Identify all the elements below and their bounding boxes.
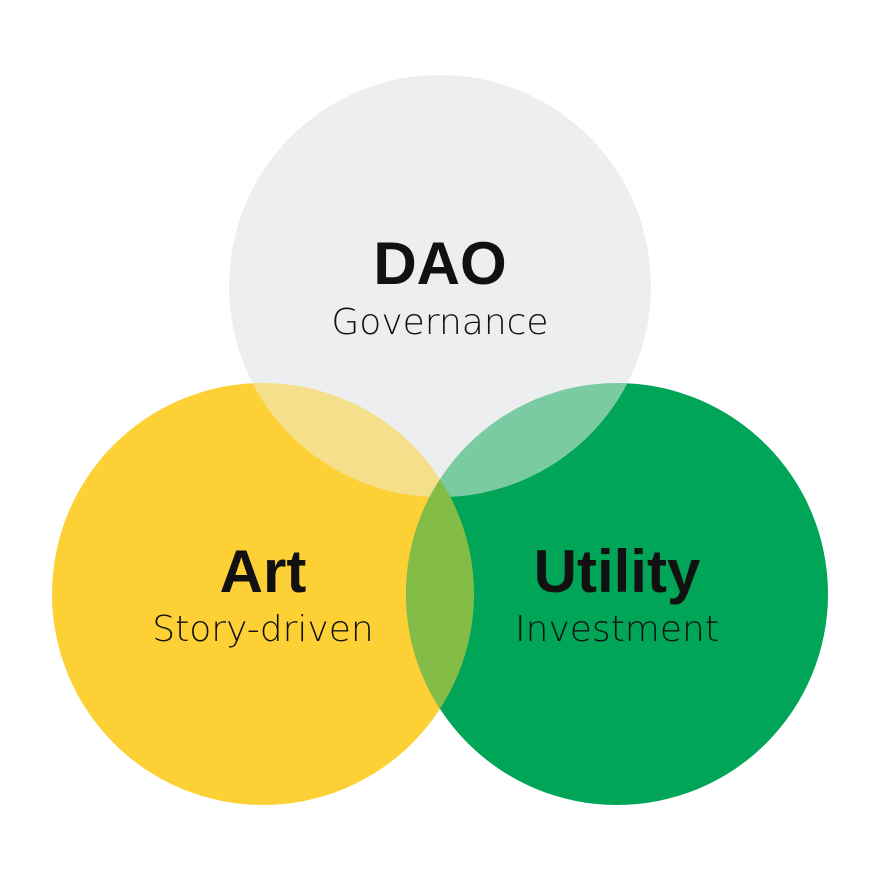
dao-title: DAO: [373, 230, 506, 297]
utility-title: Utility: [534, 538, 701, 605]
art-title: Art: [220, 538, 307, 605]
circle-utility: [406, 383, 828, 805]
dao-subtitle: Governance: [331, 302, 548, 343]
art-subtitle: Story-driven: [152, 609, 373, 650]
utility-subtitle: Investment: [515, 609, 719, 650]
circle-dao: [229, 75, 651, 497]
circle-art: [52, 383, 474, 805]
